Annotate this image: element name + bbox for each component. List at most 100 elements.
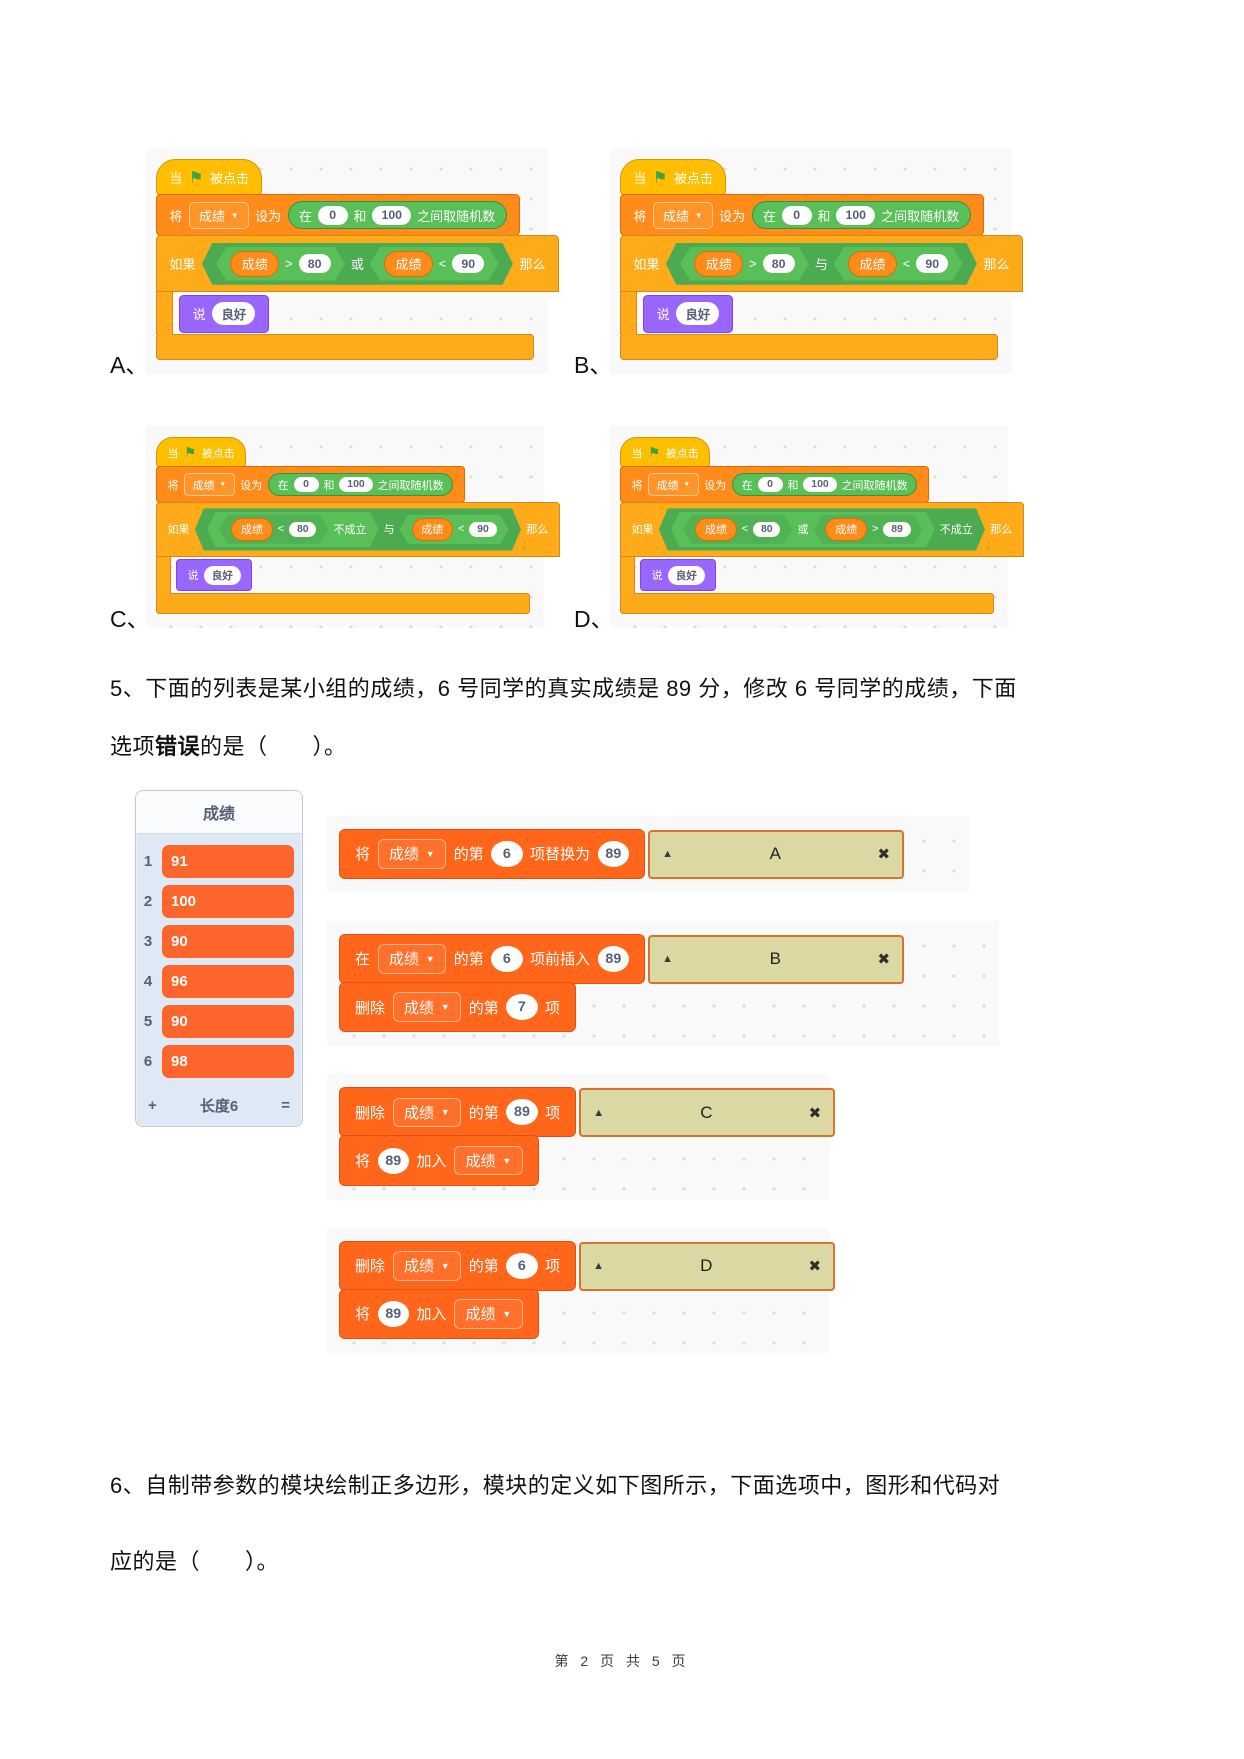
value-oval[interactable]: 0 (781, 205, 812, 225)
variable-dropdown[interactable]: 成绩▼ (377, 839, 447, 869)
answer-select-box[interactable]: ▲B✖ (648, 934, 905, 985)
variable-dropdown[interactable]: 成绩▼ (392, 1250, 462, 1281)
boolean-operator-block[interactable]: 成绩<90 (370, 247, 499, 281)
value-oval[interactable]: 良好 (204, 565, 241, 585)
close-icon[interactable]: ✖ (808, 1104, 822, 1122)
close-icon[interactable]: ✖ (808, 1258, 822, 1276)
boolean-operator-block[interactable]: 成绩>80 (680, 247, 809, 281)
variable-dropdown[interactable]: 成绩▼ (647, 473, 699, 496)
value-oval[interactable]: 90 (452, 254, 484, 273)
answer-select-box[interactable]: ▲C✖ (579, 1088, 836, 1138)
value-oval[interactable]: 89 (377, 1300, 410, 1327)
variable-reporter[interactable]: 成绩 (230, 251, 279, 277)
answer-select-box[interactable]: ▲A✖ (648, 829, 905, 879)
when-flag-clicked-block[interactable]: 当⚑被点击 (156, 436, 247, 468)
when-flag-clicked-block[interactable]: 当⚑被点击 (156, 159, 263, 195)
value-oval[interactable]: 89 (883, 522, 910, 537)
value-oval[interactable]: 良好 (212, 302, 256, 326)
list-add-button[interactable]: + (148, 1096, 157, 1114)
value-oval[interactable]: 89 (597, 946, 630, 972)
variable-dropdown[interactable]: 成绩▼ (652, 201, 713, 229)
collapse-arrow-icon[interactable]: ▲ (662, 953, 673, 966)
list-row-value[interactable]: 91 (162, 844, 294, 878)
boolean-operator-block[interactable]: 成绩<90 (834, 247, 963, 281)
value-oval[interactable]: 7 (506, 994, 538, 1021)
list-row-value[interactable]: 90 (162, 924, 294, 958)
value-oval[interactable]: 80 (753, 522, 780, 537)
say-block[interactable]: 说良好 (643, 294, 733, 333)
value-oval[interactable]: 0 (293, 477, 319, 493)
variable-reporter[interactable]: 成绩 (848, 251, 897, 277)
variable-dropdown[interactable]: 成绩▼ (392, 992, 462, 1022)
answer-select-box[interactable]: ▲D✖ (579, 1241, 836, 1291)
value-oval[interactable]: 0 (757, 477, 783, 493)
value-oval[interactable]: 0 (317, 205, 348, 225)
value-oval[interactable]: 90 (469, 522, 496, 537)
say-block[interactable]: 说良好 (179, 294, 269, 333)
variable-reporter[interactable]: 成绩 (384, 251, 433, 277)
value-oval[interactable]: 90 (916, 254, 948, 273)
close-icon[interactable]: ✖ (877, 951, 891, 969)
value-oval[interactable]: 89 (506, 1099, 538, 1126)
value-oval[interactable]: 良好 (676, 302, 720, 326)
value-oval[interactable]: 100 (803, 477, 837, 493)
variable-reporter[interactable]: 成绩 (825, 518, 867, 540)
list-row-value[interactable]: 98 (162, 1044, 294, 1078)
value-oval[interactable]: 89 (597, 840, 630, 867)
variable-dropdown[interactable]: 成绩▼ (454, 1299, 523, 1329)
variable-reporter[interactable]: 成绩 (412, 518, 454, 540)
list-resize-handle[interactable]: = (281, 1096, 290, 1114)
value-oval[interactable]: 6 (506, 1252, 538, 1279)
when-flag-clicked-block[interactable]: 当⚑被点击 (620, 159, 727, 195)
collapse-arrow-icon[interactable]: ▲ (593, 1260, 604, 1273)
boolean-operator-block[interactable]: 成绩>89 (813, 515, 922, 544)
say-block[interactable]: 说良好 (640, 559, 717, 592)
variable-reporter[interactable]: 成绩 (231, 518, 273, 540)
collapse-arrow-icon[interactable]: ▲ (593, 1106, 605, 1119)
boolean-operator-block[interactable]: 成绩<80 (219, 515, 328, 544)
variable-dropdown[interactable]: 成绩▼ (183, 473, 235, 496)
boolean-operator-block[interactable]: 成绩<90 (399, 515, 508, 544)
when-flag-clicked-block[interactable]: 当⚑被点击 (620, 436, 711, 468)
variable-dropdown[interactable]: 成绩▼ (377, 944, 447, 974)
variable-reporter[interactable]: 成绩 (695, 518, 737, 540)
say-block[interactable]: 说良好 (176, 559, 253, 592)
variable-dropdown[interactable]: 成绩▼ (454, 1145, 523, 1176)
list-row-value[interactable]: 90 (162, 1004, 294, 1038)
boolean-operator-block[interactable]: 成绩<80 (683, 515, 792, 544)
value-oval[interactable]: 80 (299, 254, 331, 273)
value-oval[interactable]: 100 (372, 205, 412, 225)
collapse-arrow-icon[interactable]: ▲ (662, 848, 673, 861)
value-oval[interactable]: 6 (491, 840, 523, 867)
list-row-value[interactable]: 96 (162, 964, 294, 998)
boolean-operator-block[interactable]: 成绩>80 (216, 247, 345, 281)
variable-reporter[interactable]: 成绩 (694, 251, 743, 277)
variable-dropdown[interactable]: 成绩▼ (188, 201, 249, 229)
value-oval[interactable]: 良好 (668, 565, 705, 585)
close-icon[interactable]: ✖ (877, 846, 891, 864)
